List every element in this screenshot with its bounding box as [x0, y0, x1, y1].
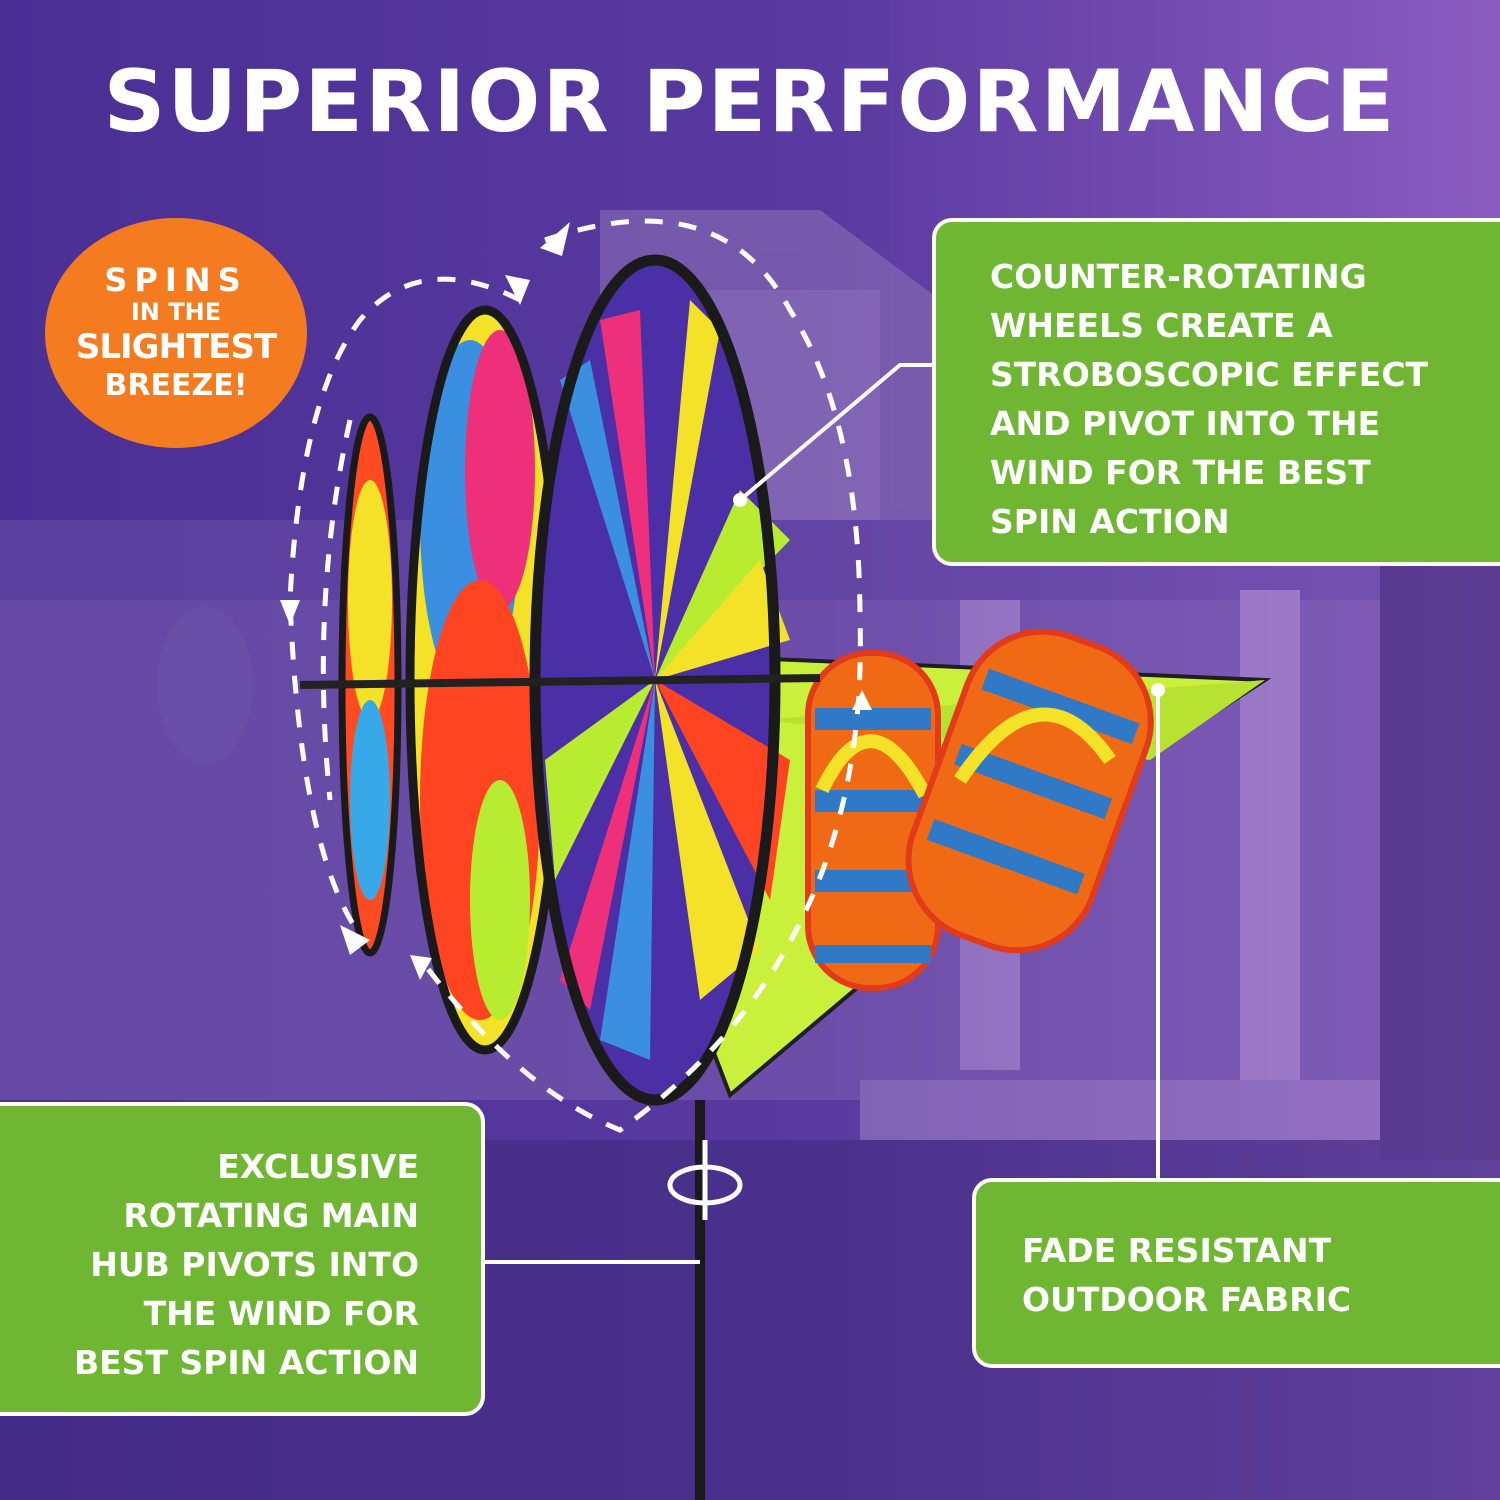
- badge-line-3: SLIGHTEST: [75, 327, 277, 367]
- callout-connectors: [485, 363, 1160, 1264]
- hub-rotate-icon: [667, 1140, 743, 1220]
- axle: [299, 674, 821, 689]
- rotating-hub-text: EXCLUSIVE ROTATING MAIN HUB PIVOTS INTO …: [73, 1147, 419, 1382]
- connector-dots: [733, 493, 1165, 697]
- balloon-decoration: [157, 607, 253, 763]
- counter-rotating-text: COUNTER-ROTATING WHEELS CREATE A STROBOS…: [990, 257, 1429, 541]
- rotating-hub-callout: EXCLUSIVE ROTATING MAIN HUB PIVOTS INTO …: [0, 1102, 485, 1416]
- breeze-badge: SPINS IN THE SLIGHTEST BREEZE!: [45, 218, 307, 448]
- fade-resistant-callout: FADE RESISTANT OUTDOOR FABRIC: [972, 1178, 1500, 1368]
- badge-line-4: BREEZE!: [104, 368, 248, 403]
- counter-rotating-callout: COUNTER-ROTATING WHEELS CREATE A STROBOS…: [932, 218, 1500, 566]
- badge-line-1: SPINS: [104, 261, 248, 299]
- arrowheads: [280, 222, 872, 980]
- page-title: SUPERIOR PERFORMANCE: [103, 52, 1397, 152]
- fade-resistant-text: FADE RESISTANT OUTDOOR FABRIC: [1022, 1231, 1352, 1319]
- flip-flop-right: [905, 628, 1154, 954]
- rotation-arrows: [287, 218, 863, 1133]
- badge-line-2: IN THE: [130, 298, 222, 326]
